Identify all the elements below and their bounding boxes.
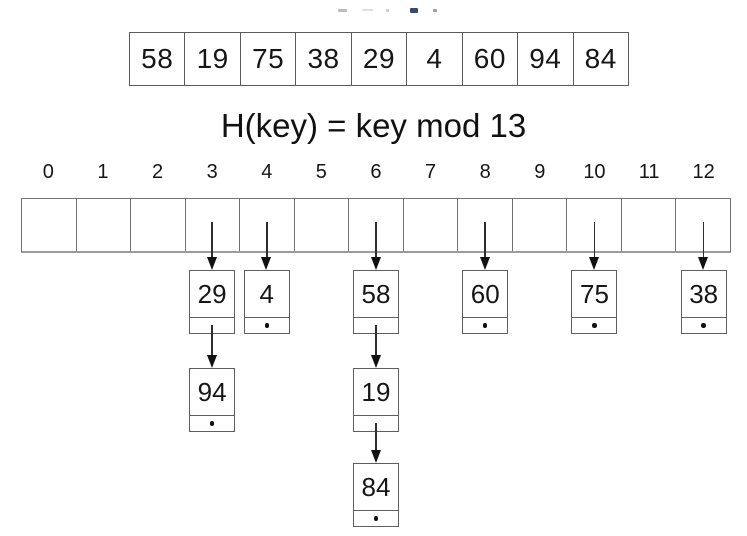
input-array-cell: 29 <box>352 33 408 85</box>
chain-node-pointer <box>682 318 726 333</box>
chain-node-value: 19 <box>354 369 398 416</box>
chain-node-pointer <box>354 511 398 526</box>
chain-node-value: 94 <box>190 369 235 416</box>
input-array-cell: 19 <box>185 33 241 85</box>
arrow-head <box>370 257 381 270</box>
chain-node: 19 <box>353 368 399 432</box>
hash-table-bucket <box>567 199 622 251</box>
bucket-pointer-line <box>266 222 268 257</box>
hash-function-title: H(key) = key mod 13 <box>220 107 527 144</box>
cropped-text-fragment <box>338 9 347 12</box>
bucket-pointer-line <box>375 222 377 257</box>
next-pointer-line <box>375 324 377 355</box>
hash-table-bucket <box>458 199 513 251</box>
bucket-index-label: 7 <box>425 161 437 183</box>
null-pointer-dot <box>209 421 215 426</box>
bucket-pointer-line <box>484 222 486 257</box>
chain-node-pointer <box>572 318 616 333</box>
chain-node: 4 <box>243 270 290 334</box>
hash-table-bucket <box>186 199 241 251</box>
chain-node: 29 <box>189 270 236 334</box>
bucket-index-label: 0 <box>42 161 54 183</box>
hash-table-bucket <box>295 199 350 251</box>
arrow-head <box>370 450 381 463</box>
input-array-cell: 58 <box>130 33 186 85</box>
null-pointer-dot <box>264 323 270 328</box>
cropped-text-fragment <box>410 8 418 13</box>
chain-node: 84 <box>353 463 399 527</box>
bucket-index-label: 2 <box>151 161 164 183</box>
input-array-cell: 60 <box>463 33 519 85</box>
hash-table-bucket <box>240 199 295 251</box>
bucket-index-label: 9 <box>534 161 546 183</box>
bucket-pointer-line <box>211 222 213 257</box>
bucket-pointer-line <box>593 222 596 257</box>
chain-node-value: 29 <box>190 271 235 318</box>
chain-node: 94 <box>189 368 236 432</box>
bucket-index-label: 11 <box>638 161 660 183</box>
hash-table-bucket <box>622 199 677 251</box>
chain-node-value: 75 <box>572 271 617 318</box>
chain-node: 38 <box>680 270 727 334</box>
input-array-cell: 84 <box>584 43 617 74</box>
chain-node-pointer <box>190 416 234 431</box>
bucket-pointer-line <box>702 222 705 257</box>
next-pointer-line <box>211 324 213 355</box>
arrow-head <box>698 257 709 270</box>
arrow-head <box>206 355 217 368</box>
hash-table-bucket <box>77 199 132 251</box>
chain-node-value: 84 <box>354 464 398 511</box>
chain-node-value: 60 <box>463 271 508 318</box>
input-array-cell: 4 <box>407 33 463 85</box>
cropped-text-fragment <box>386 9 389 12</box>
input-array-cell: 38 <box>296 33 352 85</box>
hash-table-bucket <box>349 199 404 251</box>
null-pointer-dot <box>592 323 597 328</box>
arrow-head <box>588 257 599 270</box>
arrow-head <box>370 355 381 368</box>
bucket-index-label: 6 <box>370 161 382 183</box>
bucket-index-label: 8 <box>479 161 491 183</box>
null-pointer-dot <box>373 516 379 521</box>
bucket-index-label: 10 <box>583 161 606 183</box>
bucket-index-label: 3 <box>206 161 218 183</box>
next-pointer-line <box>375 422 377 450</box>
hash-table-bucket <box>404 199 459 251</box>
chain-node-value: 58 <box>354 271 398 318</box>
cropped-text-fragment <box>362 9 373 11</box>
input-array-cell: 94 <box>518 33 574 85</box>
chain-node: 60 <box>462 270 509 334</box>
bucket-index-label: 4 <box>261 161 273 183</box>
bucket-index-label: 5 <box>315 161 327 183</box>
arrow-head <box>479 257 490 270</box>
arrow-head <box>261 257 272 270</box>
null-pointer-dot <box>701 323 706 328</box>
chain-node-pointer <box>463 318 507 333</box>
input-array-cell: 75 <box>241 33 297 85</box>
chain-node: 75 <box>571 270 618 334</box>
chain-node-pointer <box>245 318 289 333</box>
bucket-index-label: 12 <box>692 161 715 183</box>
hash-table-bucket <box>22 199 77 251</box>
cropped-text-fragment <box>433 9 437 12</box>
null-pointer-dot <box>482 323 488 328</box>
hash-table-bucket <box>513 199 568 251</box>
arrow-head <box>206 257 217 270</box>
bucket-index-label: 1 <box>97 161 109 183</box>
chain-node: 58 <box>353 270 399 334</box>
chain-node-value: 38 <box>681 271 726 318</box>
chain-node-value: 4 <box>244 271 289 318</box>
hash-table-bucket <box>131 199 186 251</box>
